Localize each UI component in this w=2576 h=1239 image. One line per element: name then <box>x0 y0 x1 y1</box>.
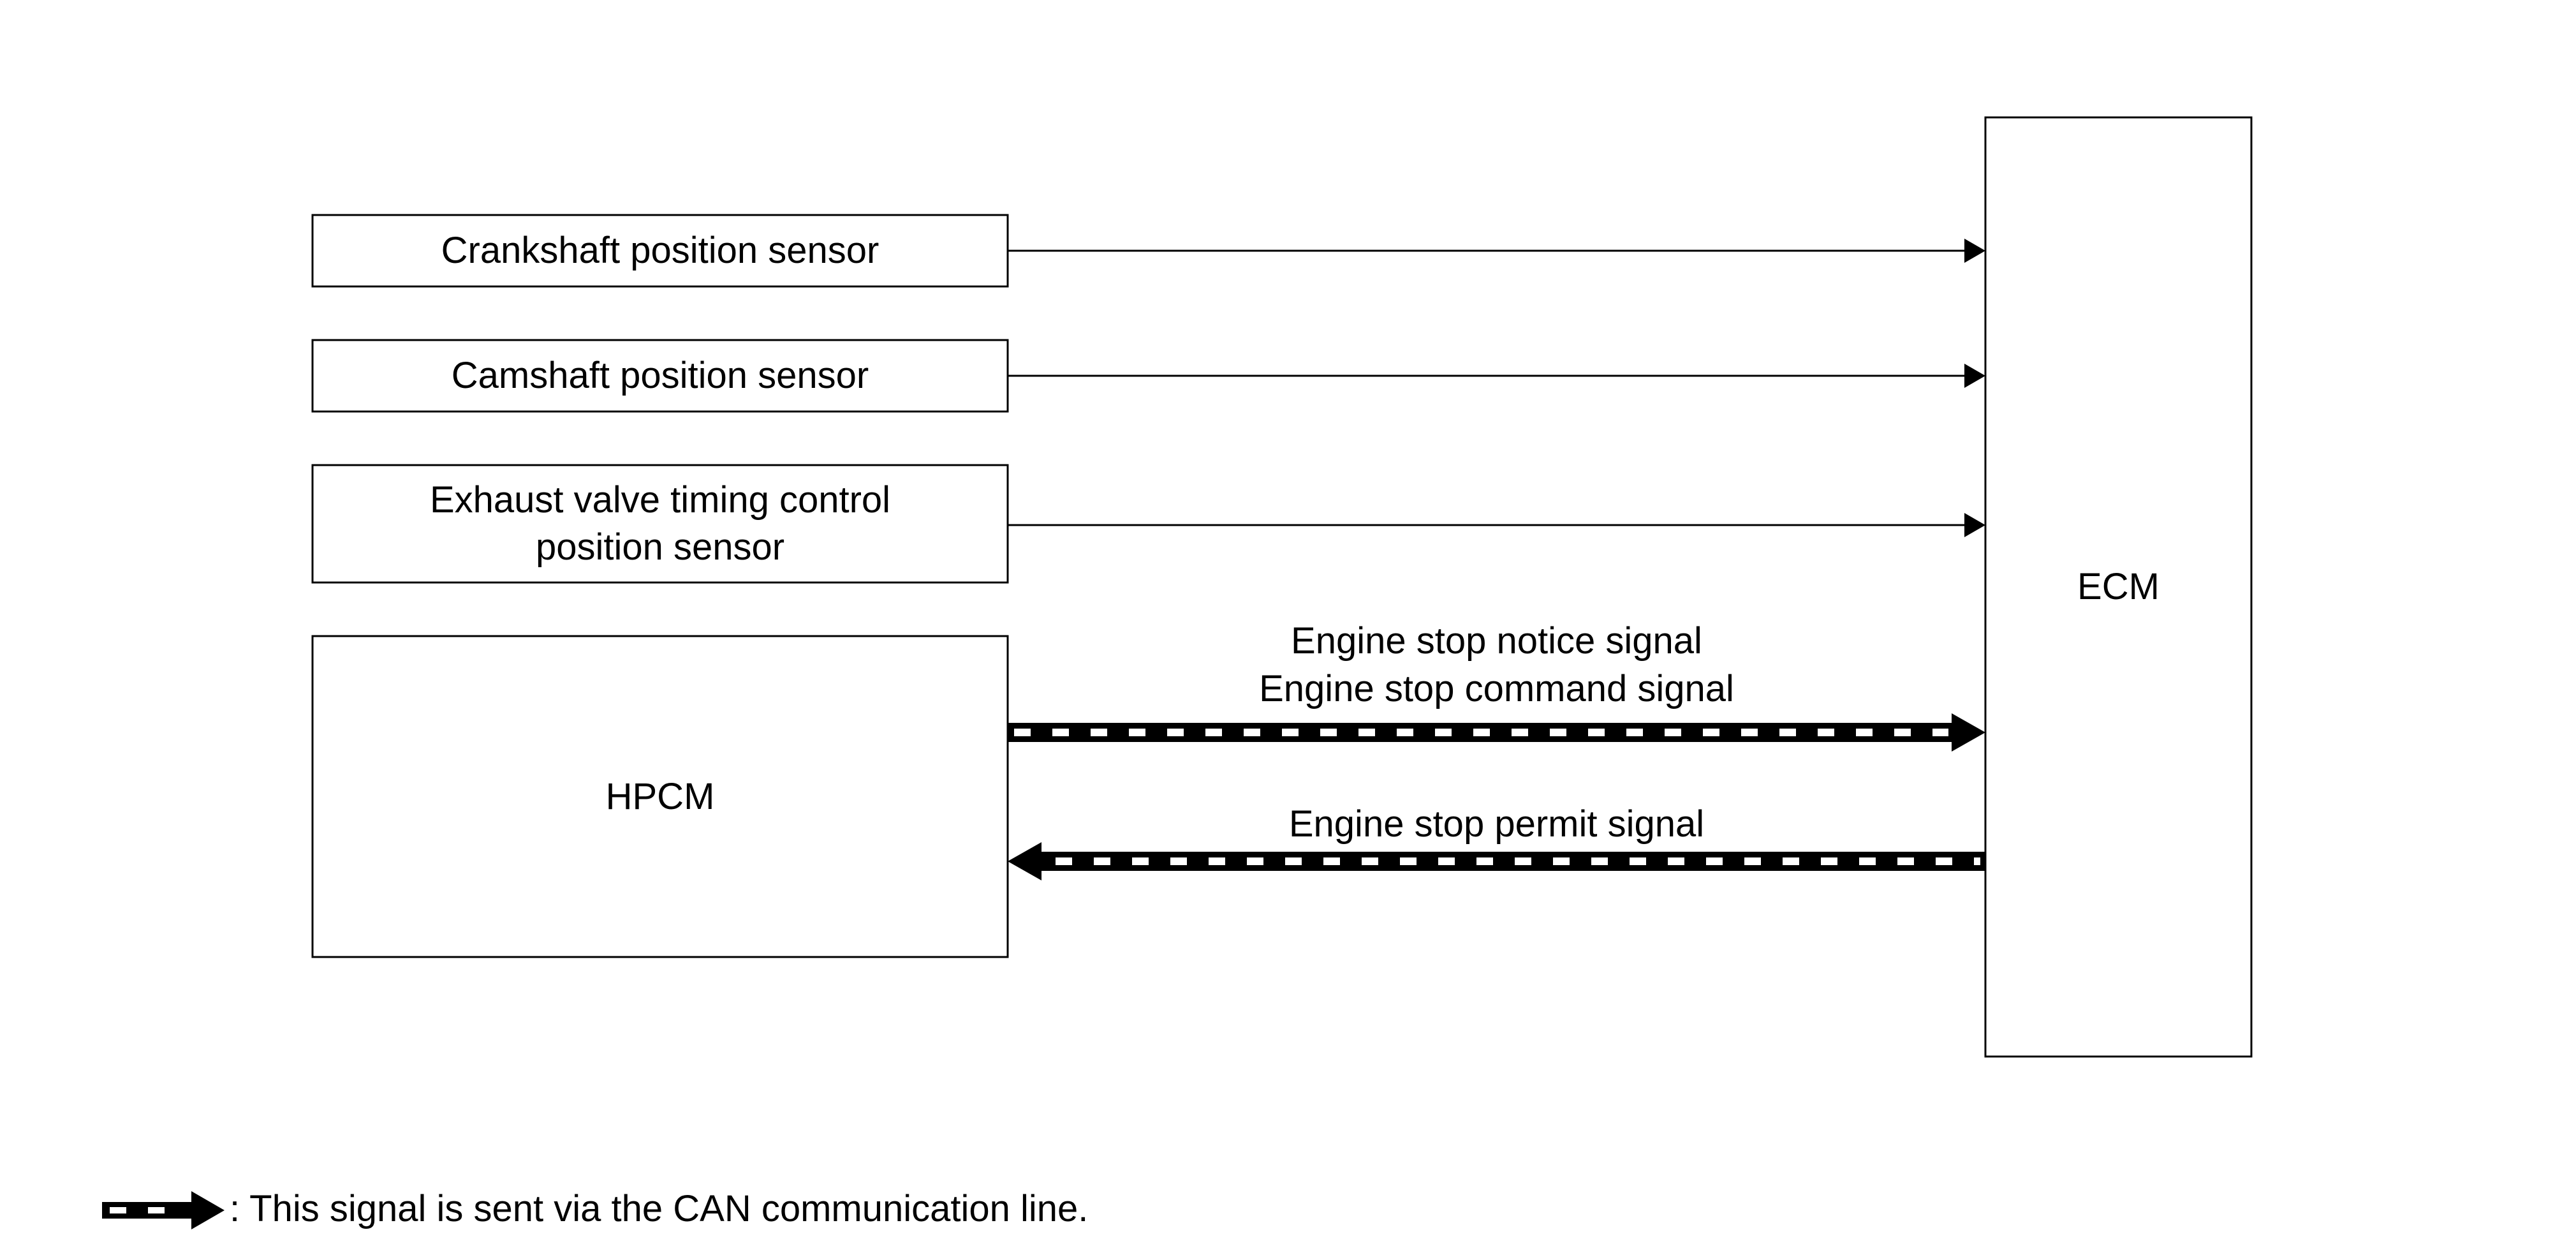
camshaft-box <box>311 339 1009 413</box>
engine-stop-command-label: Engine stop command signal <box>1259 668 1734 709</box>
crankshaft-box <box>311 214 1009 288</box>
camshaft-arrowhead <box>1964 364 1985 388</box>
exhaust-sensor-box <box>311 464 1009 584</box>
hpcm-box <box>311 635 1009 958</box>
ecm-box <box>1984 116 2253 1058</box>
legend-can-arrowhead <box>191 1191 224 1229</box>
engine-stop-permit-label: Engine stop permit signal <box>1288 803 1705 845</box>
can-to-hpcm-arrowhead <box>1008 842 1041 880</box>
engine-stop-notice-label: Engine stop notice signal <box>1291 620 1702 662</box>
legend-text: : This signal is sent via the CAN commun… <box>230 1188 1089 1229</box>
crankshaft-arrowhead <box>1964 239 1985 263</box>
exhaust-arrowhead <box>1964 513 1985 537</box>
can-to-ecm-arrowhead <box>1952 713 1985 752</box>
